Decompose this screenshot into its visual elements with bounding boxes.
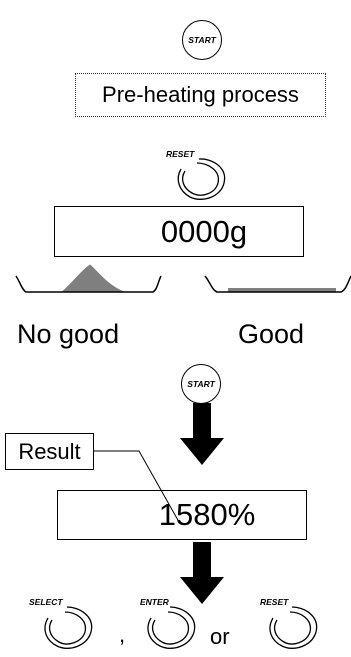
- result-label-box: Result: [5, 433, 94, 470]
- good-caption: Good: [238, 319, 305, 349]
- preheating-process-box: Pre-heating process: [75, 73, 326, 117]
- enter-button-label: ENTER: [140, 597, 169, 607]
- down-arrow-icon: [180, 542, 224, 604]
- ring-button-icon: [269, 606, 318, 649]
- result-label: Result: [18, 438, 81, 464]
- reset-button-bottom[interactable]: RESET: [256, 597, 326, 653]
- start-button-top[interactable]: START: [182, 20, 222, 60]
- weight-display: 0000g: [54, 206, 304, 257]
- comma-separator: ,: [119, 622, 126, 647]
- or-separator: or: [210, 624, 230, 649]
- reset-button-top-label: RESET: [166, 149, 195, 159]
- reset-button-bottom-label: RESET: [260, 597, 289, 607]
- pan-icon: [15, 264, 351, 293]
- weight-display-value: 0000g: [160, 213, 248, 249]
- select-button[interactable]: SELECT: [29, 597, 99, 653]
- start-button-mid[interactable]: START: [181, 364, 221, 404]
- ring-button-icon: [177, 158, 226, 200]
- start-button-mid-label: START: [187, 379, 215, 389]
- select-button-label: SELECT: [29, 597, 63, 607]
- result-display: 1580%: [57, 490, 307, 540]
- preheating-process-label: Pre-heating process: [102, 82, 299, 107]
- reset-button-top[interactable]: RESET: [166, 149, 236, 205]
- ring-button-icon: [147, 606, 196, 649]
- ring-button-icon: [44, 606, 93, 649]
- start-button-top-label: START: [188, 35, 216, 45]
- enter-button[interactable]: ENTER: [134, 597, 204, 653]
- down-arrow-icon: [180, 403, 224, 465]
- no-good-caption: No good: [17, 319, 120, 349]
